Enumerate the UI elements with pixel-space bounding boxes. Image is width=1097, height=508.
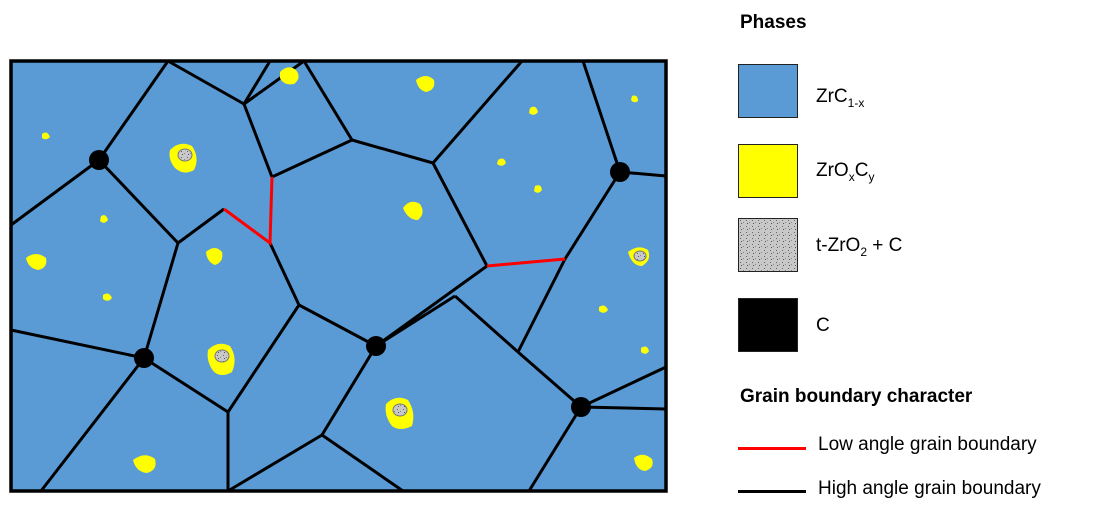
zrc-swatch-icon [738, 64, 798, 118]
tzro2-swatch-icon [738, 218, 798, 272]
low-angle-label: Low angle grain boundary [818, 434, 1037, 455]
microstructure-diagram [9, 59, 668, 493]
high-angle-label: High angle grain boundary [818, 478, 1041, 499]
boundary-title: Grain boundary character [740, 386, 973, 407]
high-angle-line-icon [738, 490, 806, 493]
carbon-swatch-icon [738, 298, 798, 352]
zirconia-inclusions [177, 148, 647, 417]
phases-title: Phases [740, 12, 807, 33]
zrc-label: ZrC1-x [816, 86, 865, 110]
carbon-particles [89, 150, 630, 417]
low-angle-boundaries [223, 176, 566, 268]
tzro2-label: t-ZrO2 + C [816, 235, 903, 259]
carbon-label: C [816, 315, 830, 336]
high-angle-boundaries [10, 59, 667, 493]
low-angle-line-icon [738, 447, 806, 450]
micrograph-frame [9, 59, 668, 493]
zroxcy-label: ZrOxCy [816, 160, 875, 184]
zroxcy-swatch-icon [738, 144, 798, 198]
